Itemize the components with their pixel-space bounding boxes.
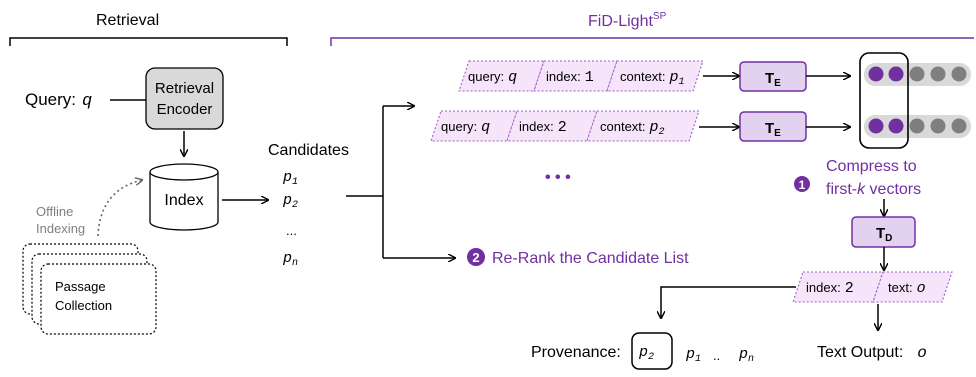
- seq1-context: context:p1: [620, 69, 685, 88]
- vector-row-2: [868, 118, 967, 134]
- offline-indexing-label-1: Offline: [36, 204, 73, 219]
- output-sequence: [792, 271, 953, 303]
- step-2-number: 2: [472, 250, 479, 265]
- compress-label-1: Compress to: [826, 158, 917, 175]
- compress-label-2: first-k vectors: [826, 181, 921, 198]
- text-output-label: Text Output:o: [817, 344, 927, 362]
- query-label: Query:q: [25, 90, 92, 111]
- retrieval-section-bracket: [9, 37, 288, 46]
- passage-collection-label-1: Passage: [55, 279, 106, 294]
- passage-collection-stack: [22, 243, 157, 335]
- index-label: Index: [164, 192, 203, 209]
- passage-collection-label-2: Collection: [55, 298, 112, 313]
- offline-indexing-label-2: Indexing: [36, 221, 85, 236]
- output-index: index:2: [806, 280, 854, 297]
- offline-indexing-arrow: [97, 180, 142, 237]
- retrieval-encoder-label-1: Retrieval: [155, 80, 214, 97]
- output-text: text:o: [888, 280, 926, 297]
- provenance-label: Provenance:: [531, 344, 621, 361]
- seq2-index: index:2: [519, 119, 567, 136]
- retrieval-encoder-label-2: Encoder: [157, 101, 213, 118]
- fid-light-section-bracket: [330, 37, 974, 46]
- provenance-p1: p1: [685, 346, 701, 365]
- vector-row-1: [868, 66, 967, 82]
- decoder-label: TD: [876, 225, 892, 244]
- step-1-badge: [794, 176, 810, 192]
- encoder-label-1: TE: [765, 70, 781, 89]
- step-1-number: 1: [799, 178, 806, 192]
- provenance-pn: pn: [738, 346, 754, 365]
- candidates-title: Candidates: [268, 142, 349, 159]
- candidate-pn: pn: [282, 250, 298, 269]
- seq2-context: context:p2: [600, 119, 665, 138]
- input-sequence-2: [430, 110, 700, 142]
- provenance-top-box: [631, 332, 673, 370]
- input-sequence-1: [458, 60, 704, 92]
- encoder-label-2: TE: [765, 120, 781, 139]
- index-to-provenance-line: [661, 286, 796, 318]
- seq1-query: query:q: [468, 69, 517, 86]
- candidate-ellipsis: ...: [286, 223, 297, 238]
- provenance-dots: ..: [713, 348, 720, 363]
- retrieval-section-title: Retrieval: [96, 12, 159, 29]
- step-2-badge: [467, 248, 485, 266]
- first-k-selection-box: [859, 52, 909, 149]
- retrieval-encoder-box: [145, 67, 224, 130]
- provenance-p2: p2: [638, 344, 654, 363]
- rerank-label: Re-Rank the Candidate List: [492, 250, 689, 267]
- candidates-branch: [346, 106, 384, 258]
- index-cylinder: [149, 163, 219, 231]
- seq2-query: query:q: [441, 119, 490, 136]
- candidate-p2: p2: [282, 192, 298, 211]
- seq1-index: index:1: [546, 69, 594, 86]
- fid-light-section-title: FiD-LightSP: [588, 11, 667, 30]
- candidate-p1: p1: [282, 169, 298, 188]
- sequences-ellipsis: • • •: [545, 169, 571, 186]
